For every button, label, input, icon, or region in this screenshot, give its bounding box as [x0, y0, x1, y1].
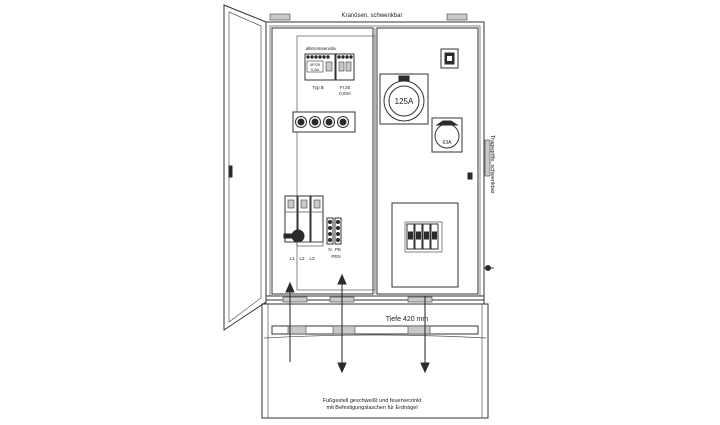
base-frame: Tiefe 420 mm Fußgestell geschweißt und f… — [261, 303, 489, 419]
cable-arrows — [285, 273, 430, 374]
arrow-down-icon — [420, 362, 430, 374]
label-rcd-small: 4P/25 — [310, 62, 321, 67]
arrow-up-icon — [285, 281, 295, 293]
carry-handle-icon — [484, 139, 491, 177]
arrow-up-icon — [337, 273, 347, 285]
crane-eye-left-icon — [269, 13, 291, 21]
door-lock-icon — [228, 165, 233, 178]
label-allstromsensitiv: allstromsensitiv — [306, 46, 338, 51]
right-compartment — [376, 27, 479, 295]
n-pe-terminals: N PE PEN — [326, 217, 342, 259]
label-fuss-2: mit Befestigungslaschen für Erdnägel — [326, 405, 417, 411]
label-fuss-1: Fußgestell geschweißt und feuerverzinkt — [323, 398, 422, 404]
label-fi-ma: 0,03A — [339, 91, 351, 96]
open-door — [223, 4, 267, 331]
socket-63a: 63A — [431, 117, 463, 153]
label-n: N — [328, 247, 331, 252]
indicator-lamps — [292, 111, 356, 133]
label-l3: L3 — [309, 256, 315, 261]
socket-small-top — [440, 48, 459, 69]
rcd-block: allstromsensitiv 4P/25 0,5A Typ B FI 25 … — [304, 46, 355, 96]
label-typ-b: Typ B — [312, 85, 324, 90]
socket-125a: 125A — [379, 73, 429, 125]
label-tiefe: Tiefe 420 mm — [386, 316, 429, 323]
label-rcd-rating: 0,5A — [311, 67, 320, 72]
label-fi: FI 25 — [340, 85, 351, 90]
main-switch: L1 L2 L3 — [283, 195, 324, 261]
label-tragegriffe: Tragegriffe, schwenkbar — [489, 135, 495, 194]
label-pe: PE — [335, 247, 341, 252]
label-pen: PEN — [331, 254, 340, 259]
label-125a: 125A — [395, 97, 414, 106]
label-l1: L1 — [289, 256, 295, 261]
left-compartment — [271, 27, 374, 295]
breaker-box — [391, 202, 459, 288]
ground-lug-icon — [484, 265, 494, 271]
arrow-down-icon — [337, 362, 347, 374]
crane-eye-right-icon — [446, 13, 468, 21]
lock-right-icon — [467, 172, 473, 180]
label-kranoesen: Kranösen, schwenkbar — [341, 13, 402, 19]
label-l2: L2 — [299, 256, 305, 261]
label-63a: 63A — [443, 140, 453, 146]
